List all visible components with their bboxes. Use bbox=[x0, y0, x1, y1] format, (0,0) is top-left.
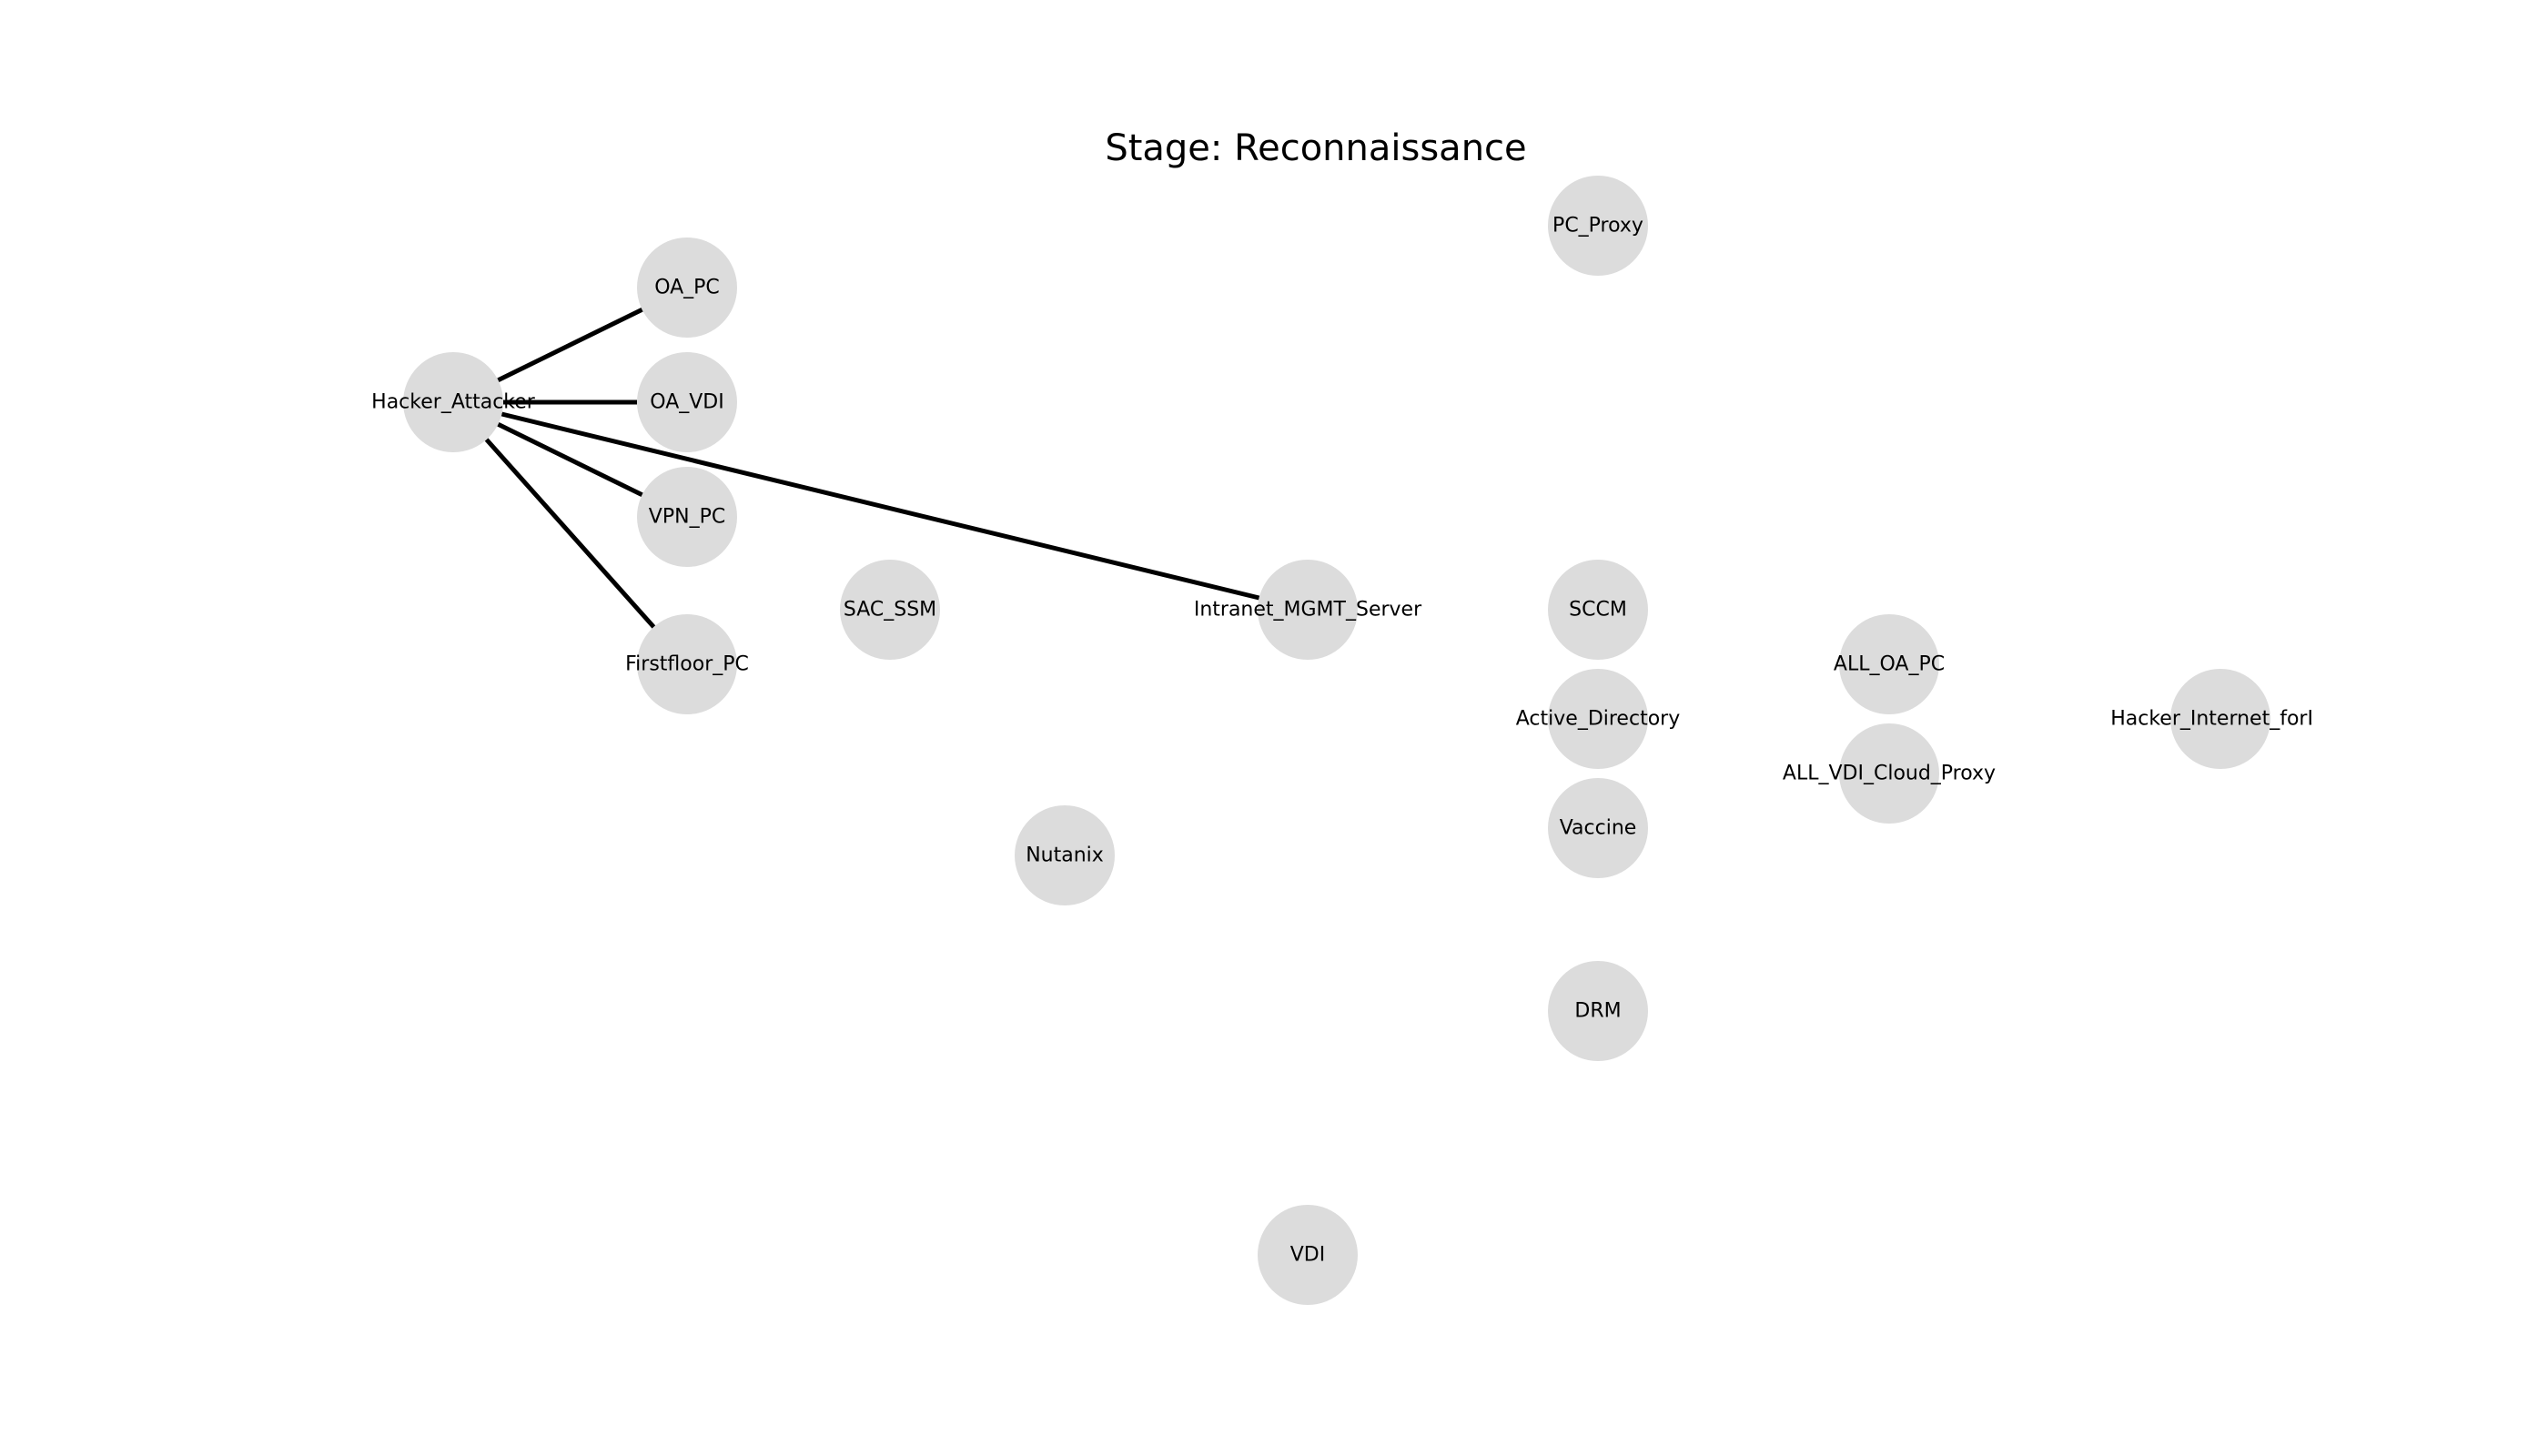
node-label: ALL_VDI_Cloud_Proxy bbox=[1783, 763, 1996, 785]
edge-hacker-attacker-to-intranet-mgmt-server bbox=[500, 411, 1260, 601]
nodes-layer: Hacker_Attacker OA_PC OA_VDI VPN_PC Firstflo… bbox=[371, 176, 2331, 1305]
node-circle[interactable] bbox=[1015, 805, 1115, 905]
node-hacker-internet-forlo[interactable]: Hacker_Internet_forLo bbox=[2110, 669, 2331, 769]
node-circle[interactable] bbox=[1839, 723, 1939, 824]
diagram-title: Stage: Reconnaissance bbox=[1105, 127, 1526, 169]
node-circle[interactable] bbox=[637, 614, 737, 714]
node-label: Active_Directory bbox=[1516, 708, 1680, 731]
node-all-oa-pc[interactable]: ALL_OA_PC bbox=[1834, 614, 1945, 714]
node-circle[interactable] bbox=[637, 238, 737, 338]
node-circle[interactable] bbox=[2170, 669, 2270, 769]
edge-hacker-attacker-to-firstfloor-pc bbox=[484, 438, 656, 629]
node-sccm[interactable]: SCCM bbox=[1548, 560, 1648, 660]
node-oa-vdi[interactable]: OA_VDI bbox=[637, 352, 737, 452]
node-label: Hacker_Attacker bbox=[371, 391, 536, 414]
node-label: Nutanix bbox=[1026, 844, 1104, 867]
node-label: Hacker_Internet_forLo bbox=[2110, 708, 2331, 731]
node-label: Firstfloor_PC bbox=[625, 653, 749, 676]
node-drm[interactable]: DRM bbox=[1548, 961, 1648, 1061]
node-hacker-attacker[interactable]: Hacker_Attacker bbox=[371, 352, 536, 452]
node-circle[interactable] bbox=[403, 352, 503, 452]
node-label: OA_PC bbox=[654, 277, 720, 299]
node-pc-proxy[interactable]: PC_Proxy bbox=[1548, 176, 1648, 276]
node-label: ALL_OA_PC bbox=[1834, 653, 1945, 676]
node-circle[interactable] bbox=[1839, 614, 1939, 714]
node-vdi[interactable]: VDI bbox=[1258, 1205, 1358, 1305]
node-label: SAC_SSM bbox=[844, 599, 936, 622]
node-label: PC_Proxy bbox=[1552, 215, 1643, 238]
node-circle[interactable] bbox=[1548, 961, 1648, 1061]
node-vpn-pc[interactable]: VPN_PC bbox=[637, 467, 737, 567]
node-circle[interactable] bbox=[637, 467, 737, 567]
node-circle[interactable] bbox=[1258, 560, 1358, 660]
node-all-vdi-cloud-proxy[interactable]: ALL_VDI_Cloud_Proxy bbox=[1783, 723, 1996, 824]
node-label: Vaccine bbox=[1560, 817, 1637, 840]
node-circle[interactable] bbox=[1258, 1205, 1358, 1305]
node-active-directory[interactable]: Active_Directory bbox=[1516, 669, 1680, 769]
node-label: Intranet_MGMT_Server bbox=[1194, 599, 1422, 622]
node-vaccine[interactable]: Vaccine bbox=[1548, 778, 1648, 878]
node-circle[interactable] bbox=[840, 560, 940, 660]
node-circle[interactable] bbox=[637, 352, 737, 452]
node-firstfloor-pc[interactable]: Firstfloor_PC bbox=[625, 614, 749, 714]
edge-hacker-attacker-to-vpn-pc bbox=[497, 421, 643, 498]
node-circle[interactable] bbox=[1548, 778, 1648, 878]
node-label: OA_VDI bbox=[650, 391, 723, 414]
node-label: VDI bbox=[1290, 1244, 1325, 1267]
node-nutanix[interactable]: Nutanix bbox=[1015, 805, 1115, 905]
edges-layer bbox=[484, 307, 1260, 629]
edge-hacker-attacker-to-oa-pc bbox=[497, 307, 643, 383]
node-label: VPN_PC bbox=[649, 506, 725, 529]
node-intranet-mgmt-server[interactable]: Intranet_MGMT_Server bbox=[1194, 560, 1422, 660]
node-label: DRM bbox=[1574, 1000, 1621, 1023]
node-circle[interactable] bbox=[1548, 669, 1648, 769]
node-label: SCCM bbox=[1569, 599, 1627, 622]
node-oa-pc[interactable]: OA_PC bbox=[637, 238, 737, 338]
node-circle[interactable] bbox=[1548, 176, 1648, 276]
node-circle[interactable] bbox=[1548, 560, 1648, 660]
node-sac-ssm[interactable]: SAC_SSM bbox=[840, 560, 940, 660]
